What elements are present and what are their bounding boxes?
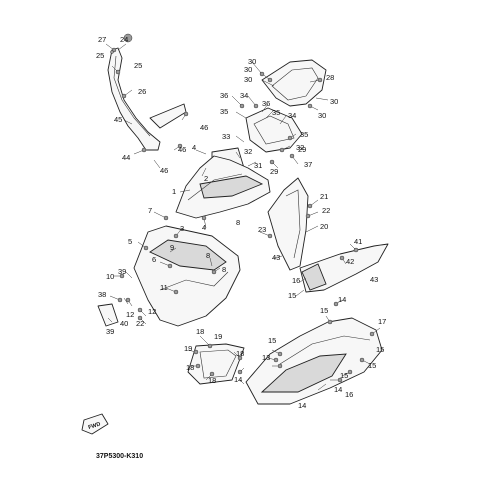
part-40-clip <box>97 303 119 327</box>
callout-15: 15 <box>288 291 296 300</box>
callout-18: 18 <box>208 376 216 385</box>
fwd-arrow-icon <box>81 413 109 435</box>
callout-46: 46 <box>200 123 208 132</box>
callout-8: 8 <box>206 251 210 260</box>
callout-39: 39 <box>106 327 114 336</box>
screw-markers <box>110 33 375 383</box>
callout-8: 8 <box>222 265 226 274</box>
part-6-leg-shield <box>133 225 241 327</box>
callout-32: 32 <box>244 147 252 156</box>
callout-35: 35 <box>220 107 228 116</box>
callout-9: 9 <box>170 243 174 252</box>
callout-27: 27 <box>98 35 106 44</box>
callout-35: 35 <box>300 130 308 139</box>
fwd-label: FWD <box>88 421 102 431</box>
callout-36: 36 <box>262 99 270 108</box>
callout-41: 41 <box>354 237 362 246</box>
callout-15: 15 <box>268 336 276 345</box>
callout-2: 2 <box>204 174 208 183</box>
callout-30: 30 <box>248 57 256 66</box>
callout-16: 16 <box>345 390 353 399</box>
callout-12: 12 <box>126 310 134 319</box>
callout-37: 37 <box>304 160 312 169</box>
callout-39: 39 <box>118 267 126 276</box>
leader-lines <box>105 43 381 391</box>
diagram-code: 37P5300-K310 <box>96 453 143 460</box>
callout-24: 24 <box>120 35 128 44</box>
callout-15: 15 <box>376 345 384 354</box>
callout-12: 12 <box>148 307 156 316</box>
callout-8: 8 <box>236 218 240 227</box>
callout-14: 14 <box>338 295 346 304</box>
part-20-side-panel <box>267 177 309 271</box>
callout-14: 14 <box>234 375 242 384</box>
callout-42: 42 <box>346 257 354 266</box>
callout-35: 35 <box>272 108 280 117</box>
callout-36: 36 <box>220 91 228 100</box>
part-13-under-cover <box>245 317 383 405</box>
callout-31: 31 <box>254 161 262 170</box>
callout-43: 43 <box>272 253 280 262</box>
callout-21: 21 <box>320 192 328 201</box>
callout-7: 7 <box>148 206 152 215</box>
callout-3: 3 <box>180 224 184 233</box>
callout-16: 16 <box>292 276 300 285</box>
callout-30: 30 <box>244 75 252 84</box>
callout-14: 14 <box>298 401 306 410</box>
callout-18: 18 <box>196 327 204 336</box>
callout-14: 14 <box>334 385 342 394</box>
callout-34: 34 <box>288 111 296 120</box>
callout-29: 29 <box>298 145 306 154</box>
callout-4: 4 <box>202 223 206 232</box>
callout-34: 34 <box>240 91 248 100</box>
part-41-side-cover <box>299 243 389 293</box>
callout-13: 13 <box>262 353 270 362</box>
callout-19: 19 <box>214 332 222 341</box>
callout-44: 44 <box>122 153 130 162</box>
callout-38: 38 <box>98 290 106 299</box>
callout-25: 25 <box>96 51 104 60</box>
callout-40: 40 <box>120 319 128 328</box>
callout-4: 4 <box>192 143 196 152</box>
callout-29: 29 <box>270 167 278 176</box>
callout-1: 1 <box>172 187 176 196</box>
callout-22: 22 <box>322 206 330 215</box>
callout-15: 15 <box>340 371 348 380</box>
callout-5: 5 <box>128 237 132 246</box>
callout-46: 46 <box>160 166 168 175</box>
callout-23: 23 <box>258 225 266 234</box>
callout-32: 32 <box>296 143 304 152</box>
part-1-front-cowling <box>175 155 271 219</box>
part-28-windscreen <box>261 59 327 107</box>
callout-19: 19 <box>184 344 192 353</box>
callout-33: 33 <box>222 132 230 141</box>
callout-30: 30 <box>318 111 326 120</box>
callout-10: 10 <box>106 272 114 281</box>
callout-15: 15 <box>320 306 328 315</box>
part-17-box <box>187 343 245 385</box>
callout-46: 46 <box>178 145 186 154</box>
callout-25: 25 <box>134 61 142 70</box>
callout-17: 17 <box>378 317 386 326</box>
callout-30: 30 <box>330 97 338 106</box>
callout-6: 6 <box>152 255 156 264</box>
callout-18: 18 <box>186 363 194 372</box>
callout-15: 15 <box>368 361 376 370</box>
callout-20: 20 <box>320 222 328 231</box>
callout-45: 45 <box>114 115 122 124</box>
callout-28: 28 <box>326 73 334 82</box>
callout-30: 30 <box>244 65 252 74</box>
part-33-bracket <box>245 107 303 153</box>
callout-11: 11 <box>160 283 168 292</box>
part-44-inner-rail <box>107 47 187 151</box>
callout-26: 26 <box>138 87 146 96</box>
callout-43: 43 <box>370 275 378 284</box>
callout-18: 18 <box>236 349 244 358</box>
callout-22: 22 <box>136 319 144 328</box>
